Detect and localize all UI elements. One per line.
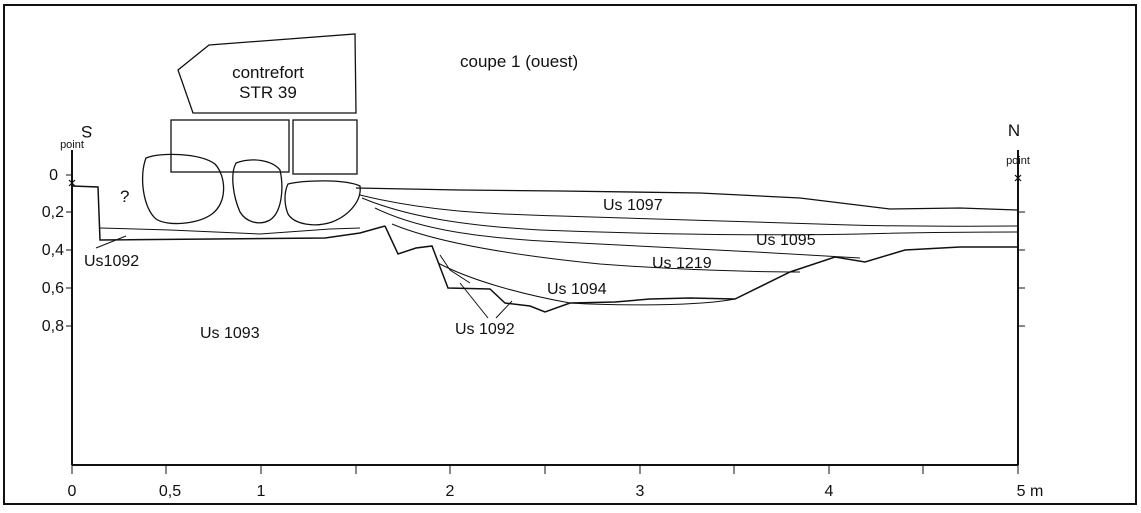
frame-border — [3, 4, 1137, 505]
datum-marker-right — [1014, 160, 1022, 184]
foundation-block-right — [292, 119, 358, 175]
boulder-1 — [141, 153, 225, 225]
y-axis-ticks-left — [66, 174, 72, 327]
x-tick-label-2: 2 — [446, 483, 455, 500]
layer-label-us1095: Us 1095 — [756, 232, 816, 249]
question-mark: ? — [120, 187, 129, 206]
buttress-label-line2: STR 39 — [239, 83, 297, 102]
us1095-line — [361, 197, 1019, 236]
datum-label-left: point — [60, 139, 84, 151]
y-tick-label-0-2: 0,2 — [42, 204, 64, 221]
foundation-block-left — [170, 119, 290, 173]
boulder-3 — [284, 180, 361, 226]
us1219-line-b — [391, 223, 801, 273]
layer-label-us1092-left: Us1092 — [84, 253, 139, 270]
x-axis-ticks — [71, 465, 1019, 474]
y-axis-ticks-right — [1018, 211, 1025, 327]
y-tick-label-0: 0 — [49, 167, 58, 184]
ground-profile-left — [71, 185, 386, 241]
y-tick-label-0-4: 0,4 — [42, 242, 64, 259]
cut-profile — [384, 225, 1018, 313]
x-tick-label-5m: 5 m — [1017, 483, 1044, 500]
us1092-layer-line — [99, 227, 361, 235]
x-tick-label-0: 0 — [68, 483, 77, 500]
us1097-base — [359, 194, 1019, 227]
section-title: coupe 1 (ouest) — [460, 52, 578, 71]
leader-us1092-mid-a — [459, 282, 489, 319]
south-label: S — [81, 122, 92, 141]
us1094-line — [437, 262, 736, 306]
datum-marker-left — [68, 150, 76, 187]
x-tick-label-3: 3 — [636, 483, 645, 500]
layer-label-us1094: Us 1094 — [547, 281, 607, 298]
layer-label-us1092-mid: Us 1092 — [455, 321, 515, 338]
datum-label-right: point — [1006, 155, 1030, 167]
us1092-cut-line — [439, 254, 471, 284]
leader-us1092-mid-b — [495, 300, 513, 319]
y-tick-label-0-6: 0,6 — [42, 280, 64, 297]
layer-label-us1093: Us 1093 — [200, 325, 260, 342]
x-tick-label-0-5: 0,5 — [159, 483, 181, 500]
layer-label-us1097: Us 1097 — [603, 197, 663, 214]
buttress-outline — [177, 33, 357, 114]
x-tick-label-4: 4 — [825, 483, 834, 500]
leader-us1092-left — [95, 235, 127, 249]
layer-label-us1219: Us 1219 — [652, 255, 712, 272]
north-label: N — [1008, 121, 1020, 140]
us1097-top — [355, 187, 1019, 211]
y-tick-label-0-8: 0,8 — [42, 318, 64, 335]
boulder-2 — [232, 159, 283, 224]
buttress-label-line1: contrefort — [232, 63, 304, 82]
us1219-line-a — [374, 207, 861, 259]
x-tick-label-1: 1 — [257, 483, 266, 500]
